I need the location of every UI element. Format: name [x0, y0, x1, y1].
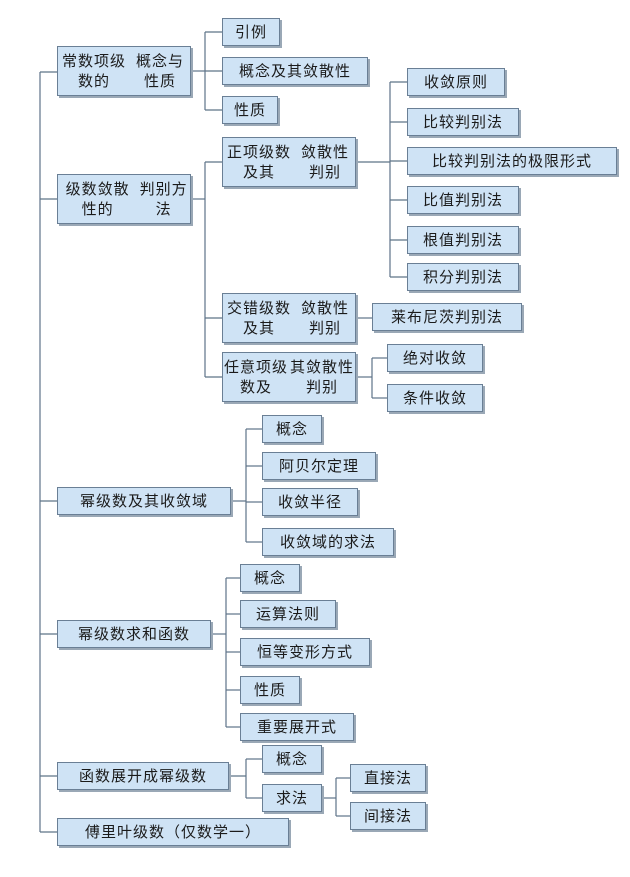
node-sum-properties: 性质: [240, 676, 300, 704]
node-alternating-series: 交错级数及其 敛散性判别: [222, 293, 356, 343]
node-properties-1: 性质: [222, 96, 278, 124]
node-series-concept: 常数项级数的 概念与性质: [57, 46, 191, 96]
node-concept-convergence: 概念及其敛散性: [222, 57, 368, 85]
node-power-series-domain: 幂级数及其收敛域: [57, 487, 231, 515]
node-power-concept: 概念: [262, 415, 322, 443]
node-series-concept-line2: 概念与性质: [135, 52, 184, 90]
node-key-expansions: 重要展开式: [240, 713, 354, 741]
node-ratio-test: 比值判别法: [407, 186, 519, 214]
node-positive-series-line1: 正项级数及其: [226, 143, 291, 181]
node-positive-series-line2: 敛散性判别: [300, 143, 349, 181]
node-alternating-series-line1: 交错级数及其: [226, 299, 291, 337]
node-arbitrary-series: 任意项级数及 其敛散性判别: [222, 352, 356, 402]
node-convergence-tests-line1: 级数敛散性的: [65, 180, 130, 218]
node-radius-convergence: 收敛半径: [262, 488, 358, 516]
node-function-expansion: 函数展开成幂级数: [57, 762, 229, 790]
node-direct-method: 直接法: [350, 764, 426, 792]
node-absolute-convergence: 绝对收敛: [387, 344, 483, 372]
node-fourier-series: 傅里叶级数（仅数学一）: [57, 818, 289, 846]
node-integral-test: 积分判别法: [407, 263, 519, 291]
node-positive-series: 正项级数及其 敛散性判别: [222, 137, 356, 187]
node-identity-transform: 恒等变形方式: [240, 638, 370, 666]
node-convergence-principle: 收敛原则: [407, 68, 505, 96]
node-arbitrary-series-line2: 其敛散性判别: [289, 358, 354, 396]
node-alternating-series-line2: 敛散性判别: [300, 299, 349, 337]
node-power-series-sum: 幂级数求和函数: [57, 620, 211, 648]
node-convergence-tests: 级数敛散性的 判别方法: [57, 174, 191, 224]
node-root-test: 根值判别法: [407, 226, 519, 254]
node-expansion-concept: 概念: [262, 745, 322, 773]
node-domain-method: 收敛域的求法: [262, 528, 394, 556]
node-convergence-tests-line2: 判别方法: [139, 180, 188, 218]
node-expansion-method: 求法: [262, 784, 322, 812]
node-arbitrary-series-line1: 任意项级数及: [223, 358, 288, 396]
node-comparison-limit-test: 比较判别法的极限形式: [407, 147, 617, 175]
node-leibniz-test: 莱布尼茨判别法: [372, 303, 522, 331]
node-operation-rules: 运算法则: [240, 600, 336, 628]
node-abel-theorem: 阿贝尔定理: [262, 452, 376, 480]
node-sum-concept: 概念: [240, 564, 300, 592]
node-comparison-test: 比较判别法: [407, 108, 519, 136]
node-conditional-convergence: 条件收敛: [387, 384, 483, 412]
node-indirect-method: 间接法: [350, 802, 426, 830]
node-series-concept-line1: 常数项级数的: [61, 52, 126, 90]
node-intro-example: 引例: [222, 18, 280, 46]
